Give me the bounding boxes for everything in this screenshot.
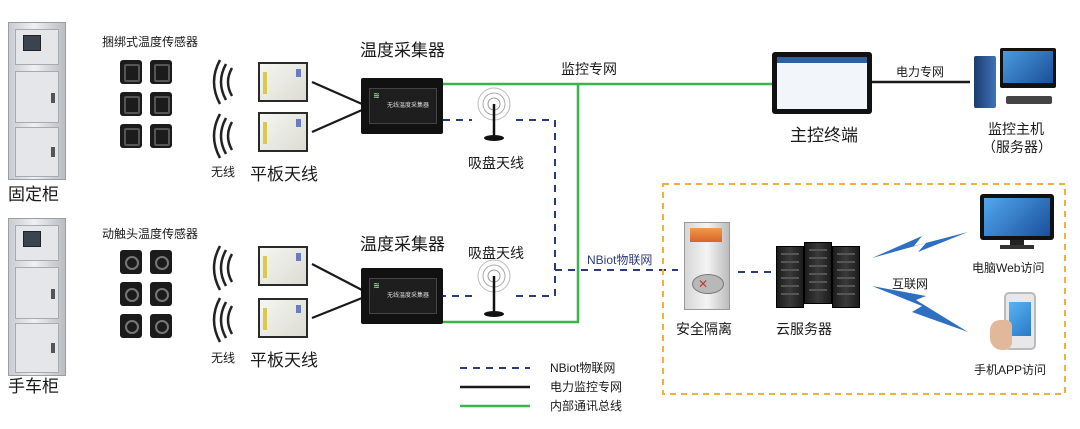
collector-label-top: 温度采集器 bbox=[360, 41, 445, 60]
signal-bolt-icon-bottom bbox=[872, 286, 968, 332]
legend-power-label: 电力监控专网 bbox=[550, 380, 623, 394]
monitor-network-label: 监控专网 bbox=[561, 61, 617, 77]
temperature-collector-image: ≋ 无线温度采集器 bbox=[361, 78, 443, 134]
collector-label-bottom: 温度采集器 bbox=[360, 235, 445, 254]
antenna-link-bottom bbox=[311, 263, 363, 320]
wireless-label-bottom: 无线 bbox=[211, 351, 236, 365]
flat-antenna-label-top: 平板天线 bbox=[250, 165, 318, 184]
temperature-collector-image: ≋ 无线温度采集器 bbox=[361, 268, 443, 324]
wireless-icon-top-2 bbox=[212, 113, 234, 159]
sensor-icon bbox=[120, 282, 142, 306]
wireless-icon-bottom-1 bbox=[212, 245, 234, 291]
cloud-boundary-box bbox=[662, 183, 1066, 395]
internet-label: 互联网 bbox=[892, 277, 929, 291]
flat-antenna-image bbox=[258, 298, 308, 338]
wireless-icon-top-1 bbox=[212, 59, 234, 105]
pc-web-image bbox=[980, 194, 1054, 250]
cloud-server-label: 云服务器 bbox=[776, 321, 832, 337]
suction-antenna-icon-top bbox=[477, 87, 511, 141]
fixed-cabinet-label: 固定柜 bbox=[8, 185, 59, 204]
power-network-label: 电力专网 bbox=[896, 65, 945, 79]
signal-bolt-icon-top bbox=[872, 232, 968, 258]
flat-antenna-image bbox=[258, 62, 308, 102]
handcart-cabinet-image bbox=[8, 218, 66, 376]
sensor-icon bbox=[120, 60, 142, 84]
flat-antenna-label-bottom: 平板天线 bbox=[250, 351, 318, 370]
pc-web-label: 电脑Web访问 bbox=[972, 261, 1045, 275]
sensor-icon bbox=[150, 314, 172, 338]
monitoring-host-sublabel: （服务器） bbox=[982, 139, 1052, 155]
wireless-label-top: 无线 bbox=[211, 165, 236, 179]
wireless-icon-bottom-2 bbox=[212, 297, 234, 343]
handcart-cabinet-label: 手车柜 bbox=[8, 377, 59, 396]
legend-nbiot-label: NBiot物联网 bbox=[550, 361, 616, 375]
nbiot-network-label: NBiot物联网 bbox=[587, 253, 653, 267]
cloud-server-image bbox=[776, 242, 862, 308]
collector-plate-text: 无线温度采集器 bbox=[387, 103, 430, 109]
sensor-icon bbox=[150, 124, 172, 148]
strap-sensor-label: 捆绑式温度传感器 bbox=[102, 35, 199, 49]
monitoring-host-label: 监控主机 bbox=[988, 121, 1044, 137]
mobile-app-image bbox=[990, 292, 1040, 354]
sensor-icon bbox=[150, 282, 172, 306]
legend-bus-label: 内部通讯总线 bbox=[550, 399, 623, 413]
sensor-icon bbox=[120, 92, 142, 116]
monitoring-host-image bbox=[974, 48, 1060, 110]
master-terminal-label: 主控终端 bbox=[790, 126, 858, 145]
internal-bus-line-vertical bbox=[442, 84, 580, 324]
sensor-icon bbox=[150, 60, 172, 84]
flat-antenna-image bbox=[258, 112, 308, 152]
sensor-icon bbox=[150, 92, 172, 116]
collector-plate-text: 无线温度采集器 bbox=[387, 293, 430, 299]
contact-sensor-group bbox=[116, 246, 180, 346]
sensor-icon bbox=[120, 250, 142, 274]
suction-antenna-icon-bottom bbox=[477, 259, 511, 317]
security-isolation-label: 安全隔离 bbox=[676, 321, 732, 337]
mobile-app-label: 手机APP访问 bbox=[974, 363, 1047, 377]
strap-sensor-group bbox=[116, 56, 180, 156]
fixed-cabinet-image bbox=[8, 22, 66, 180]
sensor-icon bbox=[150, 250, 172, 274]
sensor-icon bbox=[120, 314, 142, 338]
contact-sensor-label: 动触头温度传感器 bbox=[102, 227, 199, 241]
suction-antenna-label-top: 吸盘天线 bbox=[468, 155, 524, 171]
nbiot-line-top bbox=[443, 119, 556, 297]
suction-antenna-label-bottom: 吸盘天线 bbox=[468, 245, 524, 261]
master-terminal-image bbox=[772, 52, 872, 114]
sensor-icon bbox=[120, 124, 142, 148]
security-isolation-image: ✕ bbox=[678, 222, 738, 314]
flat-antenna-image bbox=[258, 246, 308, 286]
antenna-link-top bbox=[311, 80, 363, 134]
